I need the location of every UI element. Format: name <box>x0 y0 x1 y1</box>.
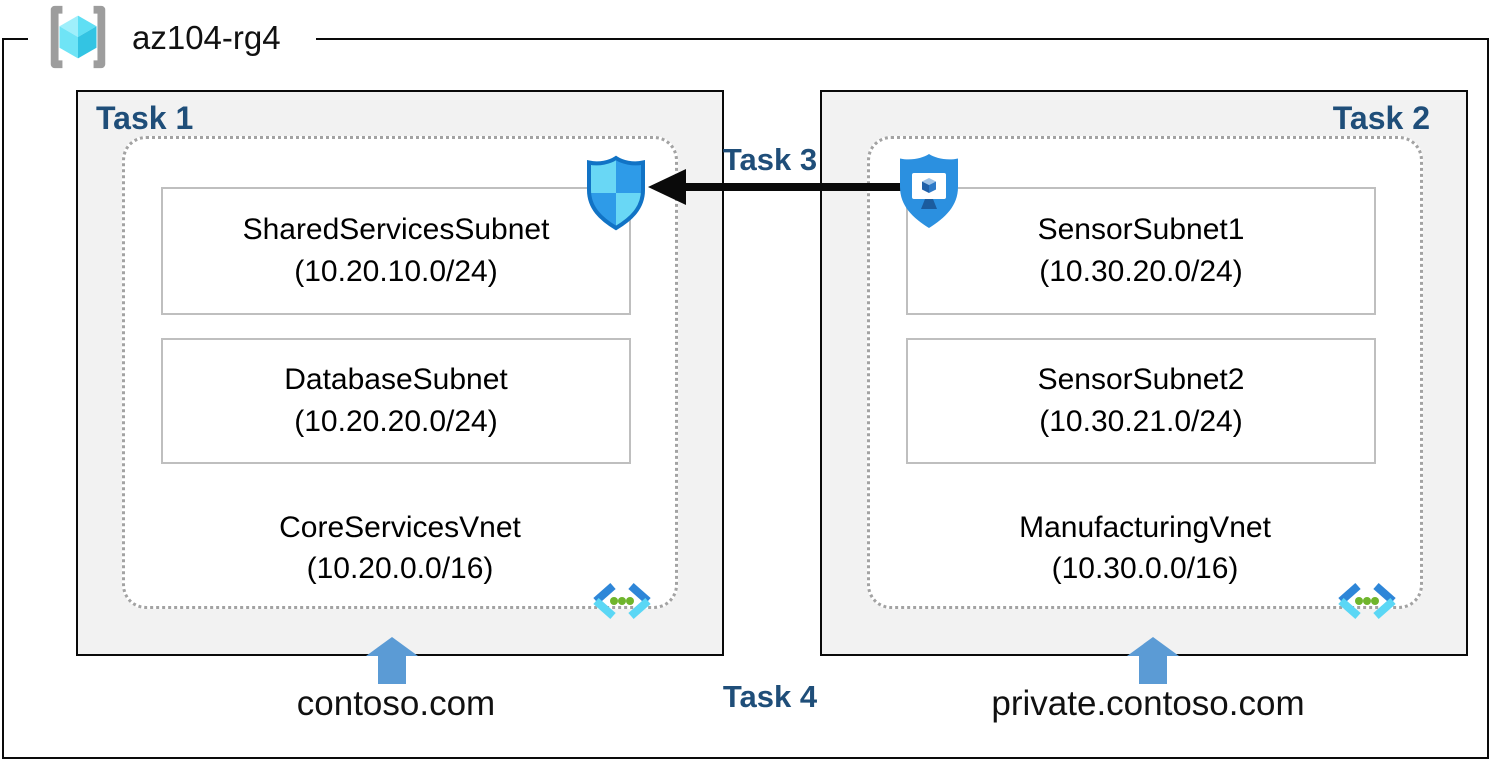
vnet-cidr-text: (10.20.0.0/16) <box>306 552 494 585</box>
task3-label: Task 3 <box>722 142 818 177</box>
subnet-name: SharedServicesSubnet <box>242 213 550 246</box>
subnet-cidr: (10.30.21.0/24) <box>1039 405 1243 438</box>
virtual-network-icon <box>593 583 651 619</box>
subnet-box-shared-services: SharedServicesSubnet (10.20.10.0/24) <box>161 187 631 315</box>
subnet-cidr: (10.20.20.0/24) <box>294 405 498 438</box>
dns-zone-label-contoso: contoso.com <box>296 684 496 723</box>
dns-zone-label-private-contoso: private.contoso.com <box>991 684 1305 723</box>
vnet-label-manufacturing: ManufacturingVnet (10.30.0.0/16) <box>870 507 1420 589</box>
task1-label: Task 1 <box>96 100 194 136</box>
up-arrow-icon <box>366 637 418 684</box>
resource-group-name: az104-rg4 <box>132 19 281 56</box>
vnet-label-core-services: CoreServicesVnet (10.20.0.0/16) <box>125 507 675 589</box>
core-services-vnet-boundary: SharedServicesSubnet (10.20.10.0/24) Dat… <box>122 136 678 619</box>
bastion-icon <box>900 154 958 228</box>
network-security-group-icon <box>587 155 645 231</box>
resource-group-boundary <box>2 38 1489 759</box>
manufacturing-vnet-boundary: SensorSubnet1 (10.30.20.0/24) SensorSubn… <box>867 136 1423 619</box>
subnet-cidr: (10.20.10.0/24) <box>294 255 498 288</box>
subnet-cidr: (10.30.20.0/24) <box>1039 255 1243 288</box>
subnet-name: SensorSubnet1 <box>1037 213 1245 246</box>
task4-label: Task 4 <box>722 679 818 714</box>
subnet-name: DatabaseSubnet <box>284 363 508 396</box>
subnet-box-sensor2: SensorSubnet2 (10.30.21.0/24) <box>906 338 1376 464</box>
virtual-network-icon <box>1338 583 1396 619</box>
vnet-name-text: ManufacturingVnet <box>1019 511 1271 544</box>
up-arrow-icon <box>1127 637 1179 684</box>
vnet-name-text: CoreServicesVnet <box>279 511 521 544</box>
subnet-box-sensor1: SensorSubnet1 (10.30.20.0/24) <box>906 187 1376 315</box>
task2-label: Task 2 <box>1332 100 1430 136</box>
left-arrow-icon <box>648 169 904 205</box>
resource-group-icon <box>50 5 106 69</box>
subnet-name: SensorSubnet2 <box>1037 363 1245 396</box>
subnet-box-database: DatabaseSubnet (10.20.20.0/24) <box>161 338 631 464</box>
vnet-cidr-text: (10.30.0.0/16) <box>1051 552 1239 585</box>
